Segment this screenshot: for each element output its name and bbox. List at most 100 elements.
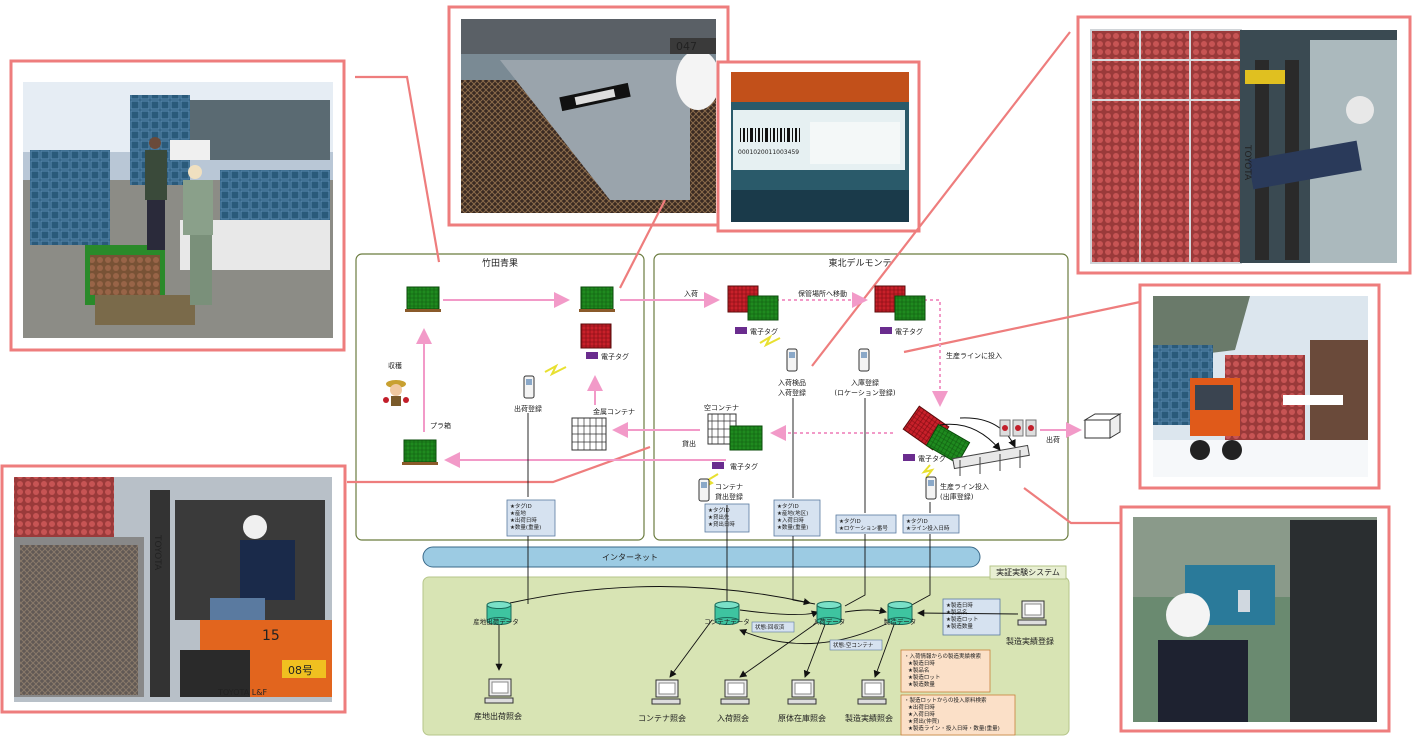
database-label-origin: 産地出荷データ [473,617,519,626]
search1-item: ★製品名 [908,666,929,674]
crate-icon-pura-box [402,439,438,465]
handheld-scanner-lend [698,478,710,502]
label-ship-register: 出荷登録 [514,404,542,413]
photo-forklift-apple-bins: TOYOTA [1076,15,1412,275]
system-title: 実証実験システム [996,567,1060,577]
computer-icon-stock [787,679,817,705]
status-collected-box [751,621,795,633]
label-etag-farm: 電子タグ [601,352,629,361]
terminal-label-mfg-register: 製造実績登録 [1006,636,1054,646]
status-collected: 状態:回収済 [755,623,785,631]
label-lend: 貸出 [682,439,696,448]
crate-icon-line-input [902,405,971,465]
note-mfg-line: ★製造日時 [946,601,973,609]
search2-title: ・製造ロットからの投入原料検索 [904,696,987,704]
photo-connector-lines [347,31,1141,525]
label-etag-storage: 電子タグ [895,327,923,336]
database-icon-arrival [816,601,842,625]
internet-bar [422,546,981,568]
forklift-brand-top: TOYOTA [1242,144,1252,181]
photo-barcode-label: 00010200110034​59 [716,60,921,233]
photo-snowy-yard-forklift [1138,283,1381,490]
conveyor-icon [939,417,1030,476]
label-empty-container: 空コンテナ [704,403,739,412]
crate-icon-red-container [580,323,612,349]
note-box-line: ★タグID ★ライン投入日時 [902,514,960,534]
etag-marker-line [903,454,935,479]
crate-icon-harvest-top [405,286,441,312]
database-label-mfg: 製造データ [884,617,917,626]
search1-item: ★製造日時 [908,659,935,667]
photo-container-tag: 047 [447,5,730,227]
container-number: 047 [676,40,697,53]
metal-container-icon [571,417,607,451]
note-box-arrive: ★タグID ★産地(地区) ★入荷日時 ★数量(重量) [773,499,821,537]
database-label-container: コンテナデータ [704,617,750,626]
label-feed-line: 生産ラインに投入 [946,351,1002,360]
label-line-input-2: (出庫登録) [940,492,974,501]
handheld-scanner-line [925,476,937,500]
label-arrival-inspect-2: 入荷登録 [778,388,806,397]
note-location-line: ★タグID [839,517,861,525]
note-ship-line: ★産地 [510,509,526,517]
note-box-mfg: ★製造日時 ★製品名 ★製造ロット ★製造数量 [942,598,1001,636]
label-storage-register-1: 入庫登録 [851,378,879,387]
note-ship-line: ★出荷日時 [510,516,537,524]
computer-icon-origin [484,678,514,704]
note-lend-line: ★貸出日時 [708,520,735,528]
label-move-storage: 保管場所へ移動 [798,289,847,298]
terminal-label-mfg: 製造実績照会 [845,713,893,723]
database-icon-mfg [887,601,913,625]
left-org-title: 竹田青果 [482,257,518,269]
database-icon-origin [486,601,512,625]
search-box-arrival-to-mfg: ・入荷情報からの製造実績検索 ★製造日時 ★製品名 ★製造ロット ★製造数量 [900,649,991,693]
terminal-label-arrival: 入荷照会 [717,713,749,723]
terminal-label-container: コンテナ照会 [638,713,686,723]
note-location-line: ★ロケーション番号 [839,525,888,532]
forklift-model: 15 [262,628,280,644]
note-mfg-line: ★製品名 [946,608,967,616]
photo-worker-scanning [1119,505,1391,733]
etag-marker-storage [880,327,892,334]
label-pura-box: プラ箱 [430,421,451,430]
computer-icon-container [651,679,681,705]
search-box-lot-to-material: ・製造ロットからの投入原料検索 ★出荷日時 ★入荷日時 ★貸出(仲買) ★製造ラ… [900,694,1016,736]
system-title-box [989,565,1067,580]
label-container-lend-2: 貸出登録 [715,492,743,501]
label-etag-line: 電子タグ [918,454,946,463]
search2-item: ★貸出(仲買) [908,717,939,725]
left-org-panel [355,253,645,541]
handheld-scanner-storage [858,348,870,372]
right-org-panel [653,253,1069,541]
cans-icon [999,419,1037,437]
label-storage-register-2: (ロケーション登録) [834,388,896,397]
search1-item: ★製造ロット [908,673,940,681]
note-ship-line: ★数量(重量) [510,523,541,531]
database-icon-container [714,601,740,625]
note-mfg-line: ★製造ロット [946,615,978,623]
label-line-input-1: 生産ライン投入 [940,482,989,491]
photo-unloading-crates [9,59,346,352]
handheld-scanner-arrival [786,348,798,372]
label-harvest: 収穫 [388,361,402,370]
note-box-ship: ★タグID ★産地 ★出荷日時 ★数量(重量) [506,499,556,537]
label-arrival-inspect-1: 入荷検品 [778,378,806,387]
label-metal-container: 金属コンテナ [593,407,635,416]
label-container-lend-1: コンテナ [715,483,743,491]
data-connections [495,398,1019,678]
terminal-label-origin: 産地出荷照会 [474,711,522,721]
status-empty: 状態:空コンテナ [833,641,874,649]
farmer-icon [383,380,409,406]
status-empty-box [829,639,883,651]
note-line-line: ★タグID [906,517,928,525]
note-lend-line: ★貸出先 [708,513,730,521]
note-mfg-line: ★製造数量 [946,622,973,630]
forklift-id: 08号 [288,664,313,677]
internet-label: インターネット [602,553,658,562]
label-etag-arrival: 電子タグ [750,327,778,336]
crate-icon-arrival [727,285,779,321]
barcode-number: 00010200110034​59 [738,149,799,156]
search2-item: ★入荷日時 [908,710,935,718]
handheld-scanner-ship [523,375,535,399]
